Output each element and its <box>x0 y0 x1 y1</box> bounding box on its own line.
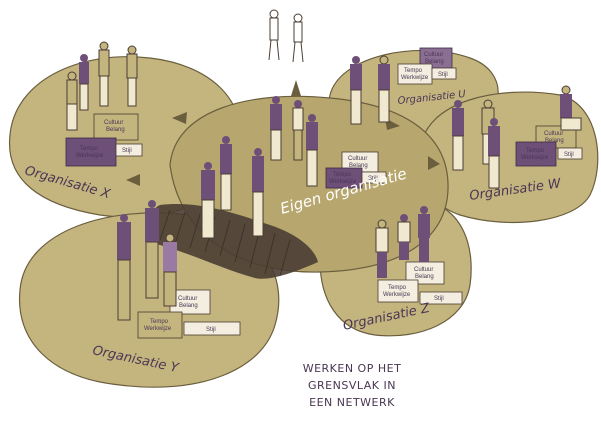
svg-text:Tempo: Tempo <box>150 319 169 325</box>
svg-text:Werkwijze: Werkwijze <box>144 326 172 332</box>
svg-text:Cultuur: Cultuur <box>178 296 197 302</box>
svg-text:Tempo: Tempo <box>333 172 352 178</box>
svg-text:Stijl: Stijl <box>368 176 378 182</box>
svg-text:Werkwijze: Werkwijze <box>521 155 549 161</box>
person <box>117 214 131 321</box>
svg-text:Tempo: Tempo <box>526 148 545 154</box>
person <box>418 206 430 262</box>
person <box>292 100 304 161</box>
svg-text:Stijl: Stijl <box>564 152 574 158</box>
svg-text:Tempo: Tempo <box>80 146 99 152</box>
area-organisatie-w <box>419 91 599 224</box>
svg-text:Cultuur: Cultuur <box>348 156 367 162</box>
svg-text:Belang: Belang <box>106 127 125 133</box>
person <box>252 148 264 237</box>
boxes-org-x: Cultuur Belang Tempo Werkwijze Stijl <box>65 113 143 167</box>
arrow-left-icon <box>172 112 187 124</box>
person <box>79 54 89 111</box>
caption-line-3: EEN NETWERK <box>309 396 395 409</box>
svg-text:Belang: Belang <box>545 138 564 144</box>
svg-text:Belang: Belang <box>179 303 198 309</box>
svg-text:Werkwijze: Werkwijze <box>383 292 411 298</box>
person <box>66 71 78 131</box>
person <box>220 136 232 211</box>
people <box>66 9 582 321</box>
person <box>378 55 390 123</box>
person <box>560 85 582 131</box>
boundary-path <box>146 204 318 279</box>
person <box>163 233 177 307</box>
svg-text:Werkwijze: Werkwijze <box>401 75 429 81</box>
person <box>306 114 318 187</box>
boxes-org-y: Cultuur Belang Tempo Werkwijze Stijl <box>137 289 241 339</box>
boxes-eigen-org: Cultuur Belang Tempo Werkwijze Stijl <box>325 151 387 189</box>
person <box>488 118 500 189</box>
svg-text:Belang: Belang <box>415 274 434 280</box>
person <box>452 100 464 171</box>
svg-text:Stijl: Stijl <box>434 296 444 302</box>
svg-text:Tempo: Tempo <box>404 68 423 74</box>
person <box>292 13 304 63</box>
svg-text:Stijl: Stijl <box>438 72 448 78</box>
arrow-left-x-icon <box>126 174 140 186</box>
caption-line-2: GRENSVLAK IN <box>308 379 396 392</box>
person <box>397 214 411 260</box>
person <box>145 200 159 299</box>
boxes-org-w: Cultuur Belang Tempo Werkwijze Stijl <box>515 125 583 167</box>
svg-text:Cultuur: Cultuur <box>424 52 443 58</box>
boxes-org-z: Cultuur Belang Tempo Werkwijze Stijl <box>377 261 463 305</box>
boxes-org-u: Cultuur Belang Tempo Werkwijze Stijl <box>397 47 457 85</box>
svg-text:Belang: Belang <box>349 163 368 169</box>
arrow-right-w-icon <box>428 156 440 170</box>
svg-text:Stijl: Stijl <box>206 327 216 333</box>
svg-text:Cultuur: Cultuur <box>414 267 433 273</box>
person <box>201 162 215 239</box>
svg-text:Stijl: Stijl <box>122 148 132 154</box>
svg-text:Werkwijze: Werkwijze <box>76 153 104 159</box>
svg-text:Cultuur: Cultuur <box>544 131 563 137</box>
caption: WERKEN OP HET GRENSVLAK IN EEN NETWERK <box>292 360 412 411</box>
svg-text:Tempo: Tempo <box>388 285 407 291</box>
svg-text:Belang: Belang <box>425 59 444 65</box>
org-areas <box>8 49 599 388</box>
caption-line-1: WERKEN OP HET <box>302 362 402 375</box>
person <box>375 219 389 278</box>
person <box>270 96 282 161</box>
person <box>268 9 280 61</box>
svg-text:Cultuur: Cultuur <box>104 120 123 126</box>
arrow-up-icon <box>291 80 301 96</box>
person <box>350 56 362 125</box>
svg-text:Werkwijze: Werkwijze <box>329 179 357 185</box>
person <box>126 45 138 107</box>
person <box>98 41 110 107</box>
